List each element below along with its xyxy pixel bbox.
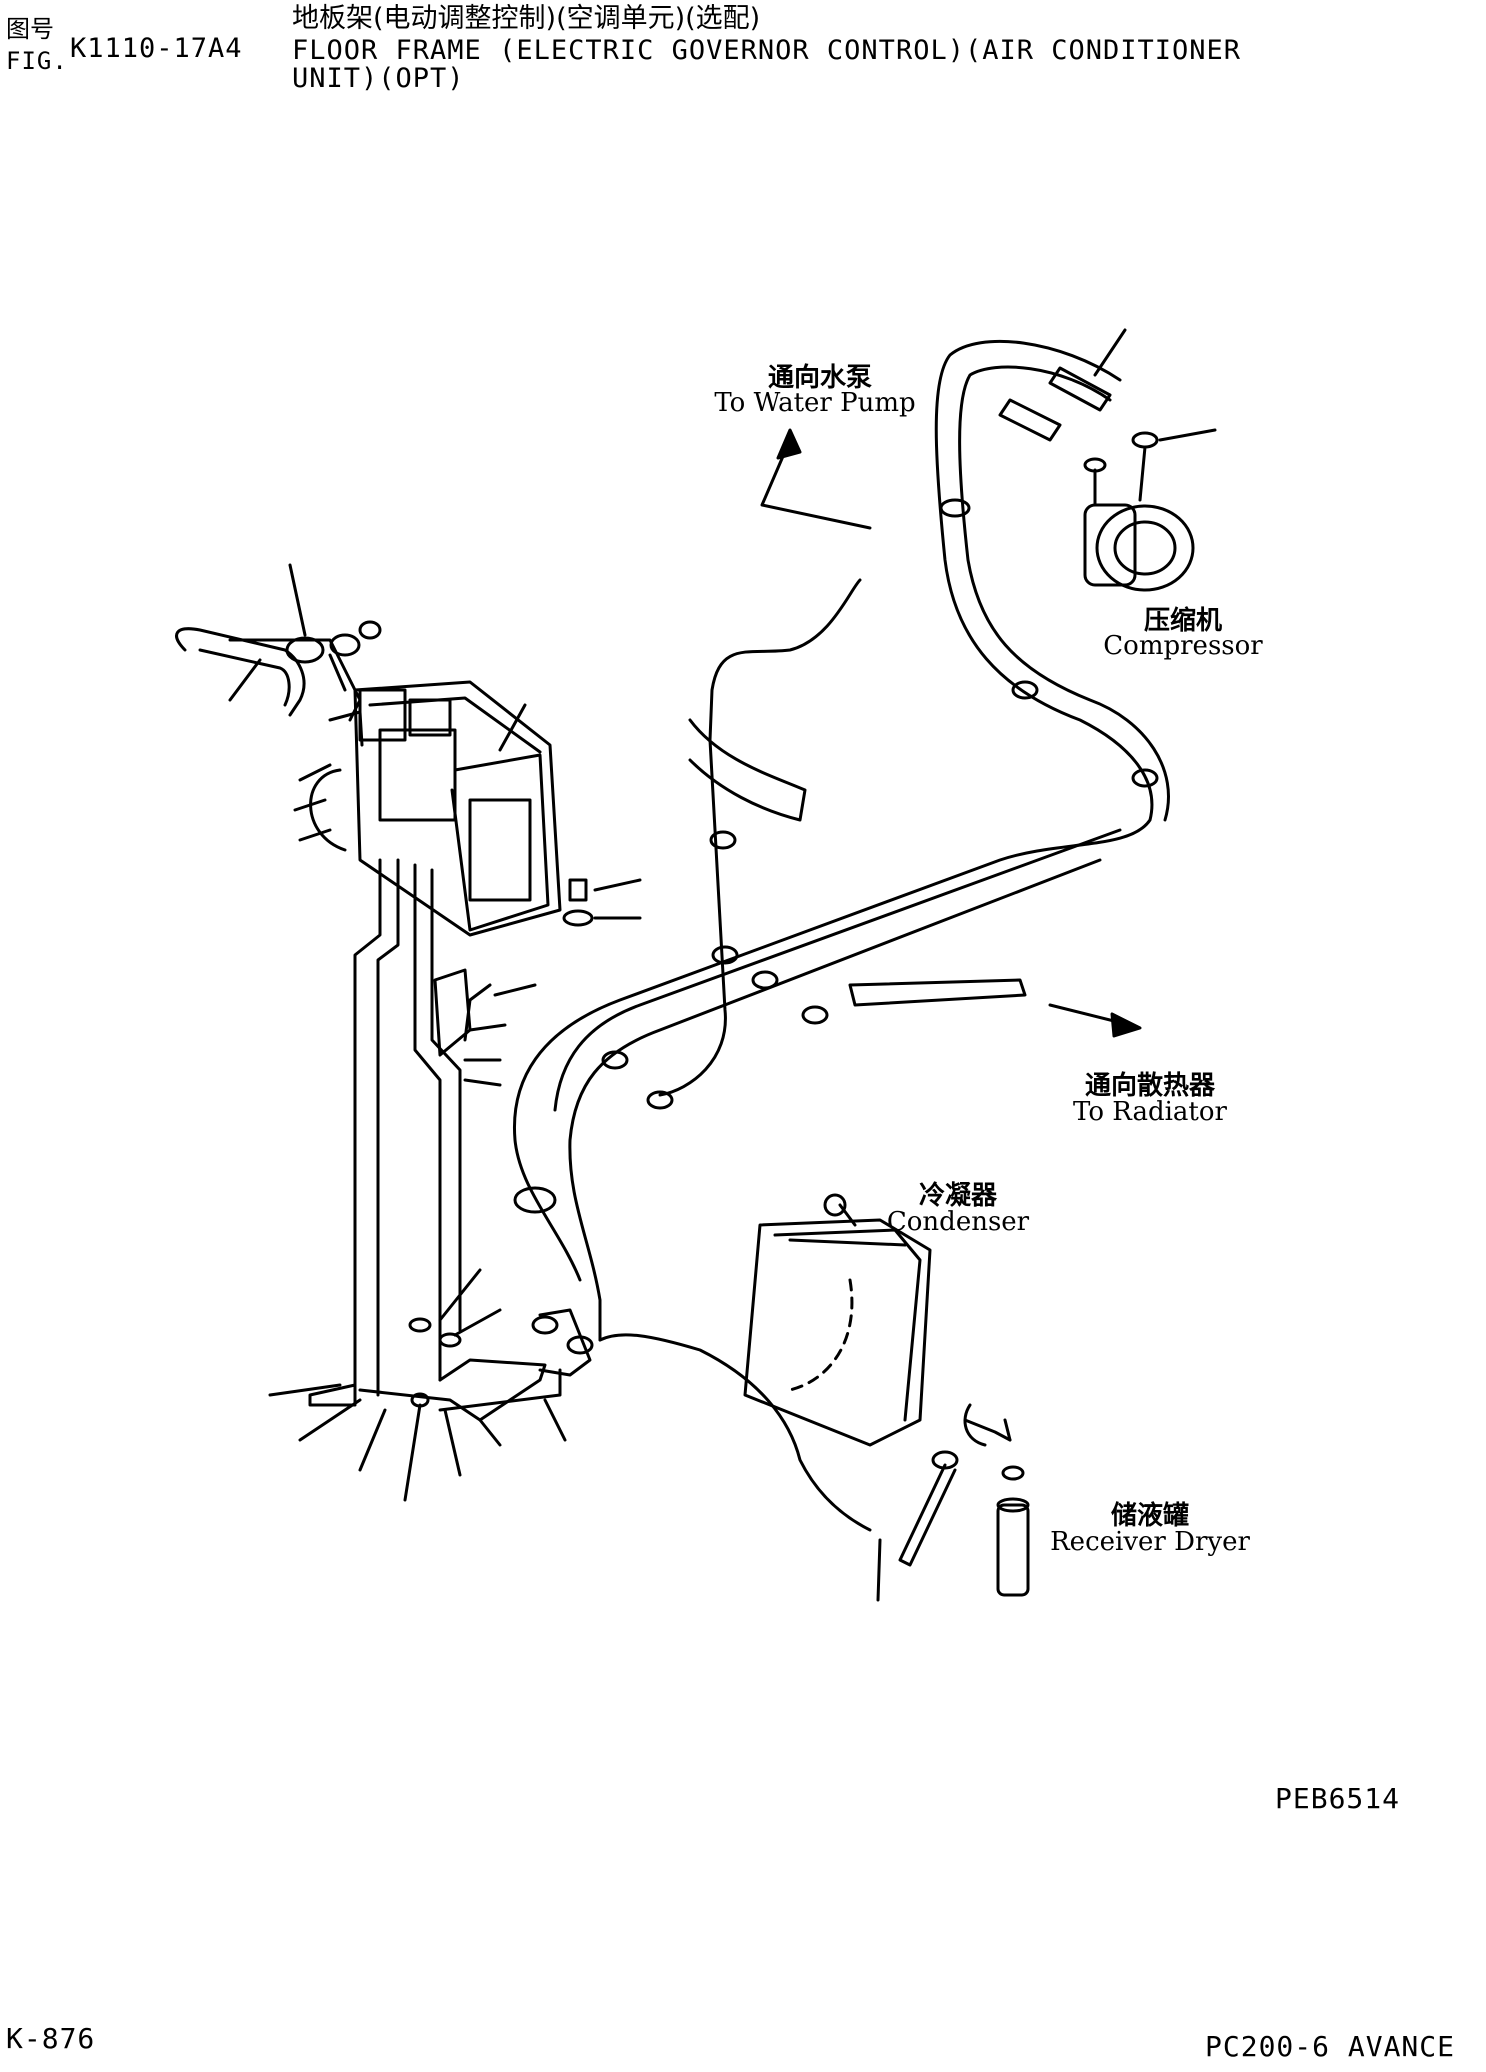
compressor-label-en: Compressor	[1103, 631, 1263, 661]
main-pipe-upper	[553, 828, 1122, 1112]
title-cn: 地板架(电动调整控制)(空调单元)(选配)	[292, 3, 761, 34]
compressor-fitting-upper	[1048, 366, 1112, 412]
upper-left-hose-2	[228, 638, 362, 722]
condenser-label-cn: 冷凝器	[918, 1181, 998, 1211]
title-en-line2: UNIT)(OPT)	[292, 63, 465, 94]
model-name: PC200-6 AVANCE	[1205, 2030, 1456, 2063]
radiator-arrow	[1110, 1012, 1142, 1038]
radiator-label-cn: 通向散热器	[1084, 1071, 1216, 1101]
compressor-unit	[1083, 431, 1195, 592]
compressor-fitting-lower	[998, 398, 1062, 442]
condenser-unit	[743, 1193, 932, 1447]
radiator-label-en: To Radiator	[1073, 1097, 1227, 1127]
receiver-dryer-unit	[876, 1403, 1030, 1602]
compressor-hose-outer	[512, 339, 1154, 1282]
water-pump-line	[658, 578, 862, 1097]
water-pump-pointer	[760, 438, 872, 530]
fig-label-cn: 图号	[6, 15, 54, 43]
title-en-line1: FLOOR FRAME (ELECTRIC GOVERNOR CONTROL)(…	[292, 35, 1242, 66]
drawing-code: PEB6514	[1275, 1782, 1401, 1815]
evaporator-unit	[293, 680, 562, 937]
page-number: K-876	[6, 2022, 96, 2055]
compressor-label-cn: 压缩机	[1143, 606, 1223, 636]
water-pump-label-en: To Water Pump	[714, 388, 916, 418]
fig-number: K1110-17A4	[70, 33, 243, 64]
receiver-dryer-label-cn: 储液罐	[1110, 1501, 1190, 1531]
fig-label-en: FIG.	[6, 47, 68, 75]
upper-left-hose	[175, 627, 306, 717]
radiator-hose	[848, 978, 1027, 1007]
water-pump-label-cn: 通向水泵	[767, 363, 873, 393]
water-pump-arrow	[776, 428, 802, 460]
compressor-hose-inner	[958, 365, 1170, 822]
main-pipe-lower	[568, 858, 1102, 1342]
heater-hose	[688, 718, 807, 822]
condenser-label-en: Condenser	[886, 1207, 1030, 1237]
receiver-dryer-label-en: Receiver Dryer	[1050, 1527, 1250, 1557]
